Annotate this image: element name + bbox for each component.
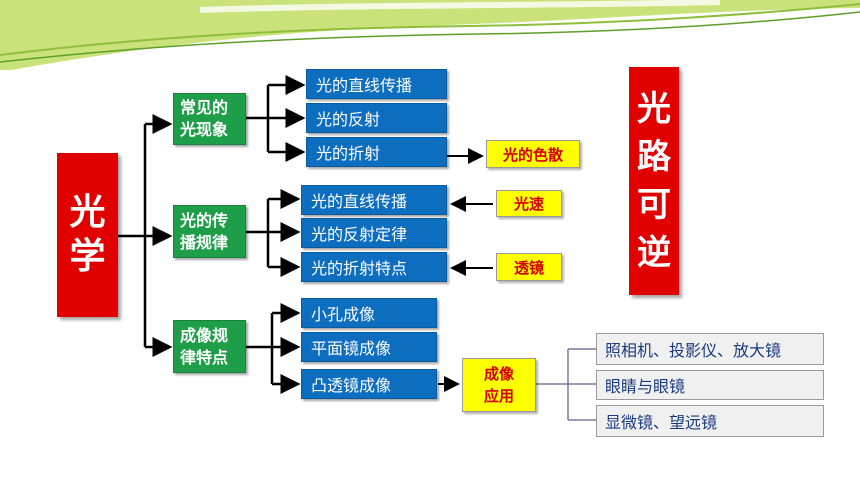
- note-dispersion: 光的色散: [486, 140, 580, 168]
- item-rectilinear-propagation-2: 光的直线传播: [301, 185, 447, 215]
- branch-common-light-phenomena: 常见的 光现象: [173, 93, 246, 145]
- note-imaging-application: 成像 应用: [462, 358, 536, 412]
- item-plane-mirror-imaging: 平面镜成像: [301, 332, 437, 362]
- header-decoration: [0, 0, 860, 70]
- item-refraction-characteristics: 光的折射特点: [301, 252, 447, 282]
- item-refraction: 光的折射: [306, 137, 447, 167]
- item-convex-lens-imaging: 凸透镜成像: [301, 369, 437, 399]
- item-pinhole-imaging: 小孔成像: [301, 298, 437, 328]
- branch-propagation-laws: 光的传 播规律: [173, 205, 246, 258]
- note-lens: 透镜: [496, 253, 562, 281]
- application-camera-projector-magnifier: 照相机、投影仪、放大镜: [596, 333, 824, 365]
- application-microscope-telescope: 显微镜、望远镜: [596, 405, 824, 437]
- reversible-light-path-label: 光 路 可 逆: [629, 67, 679, 295]
- application-eyes-and-glasses: 眼睛与眼镜: [596, 370, 824, 400]
- item-rectilinear-propagation: 光的直线传播: [306, 69, 447, 99]
- branch-imaging-laws: 成像规 律特点: [173, 320, 246, 373]
- item-reflection: 光的反射: [306, 103, 447, 133]
- note-light-speed: 光速: [496, 190, 562, 217]
- item-law-of-reflection: 光的反射定律: [301, 218, 447, 248]
- root-node: 光 学: [57, 153, 118, 317]
